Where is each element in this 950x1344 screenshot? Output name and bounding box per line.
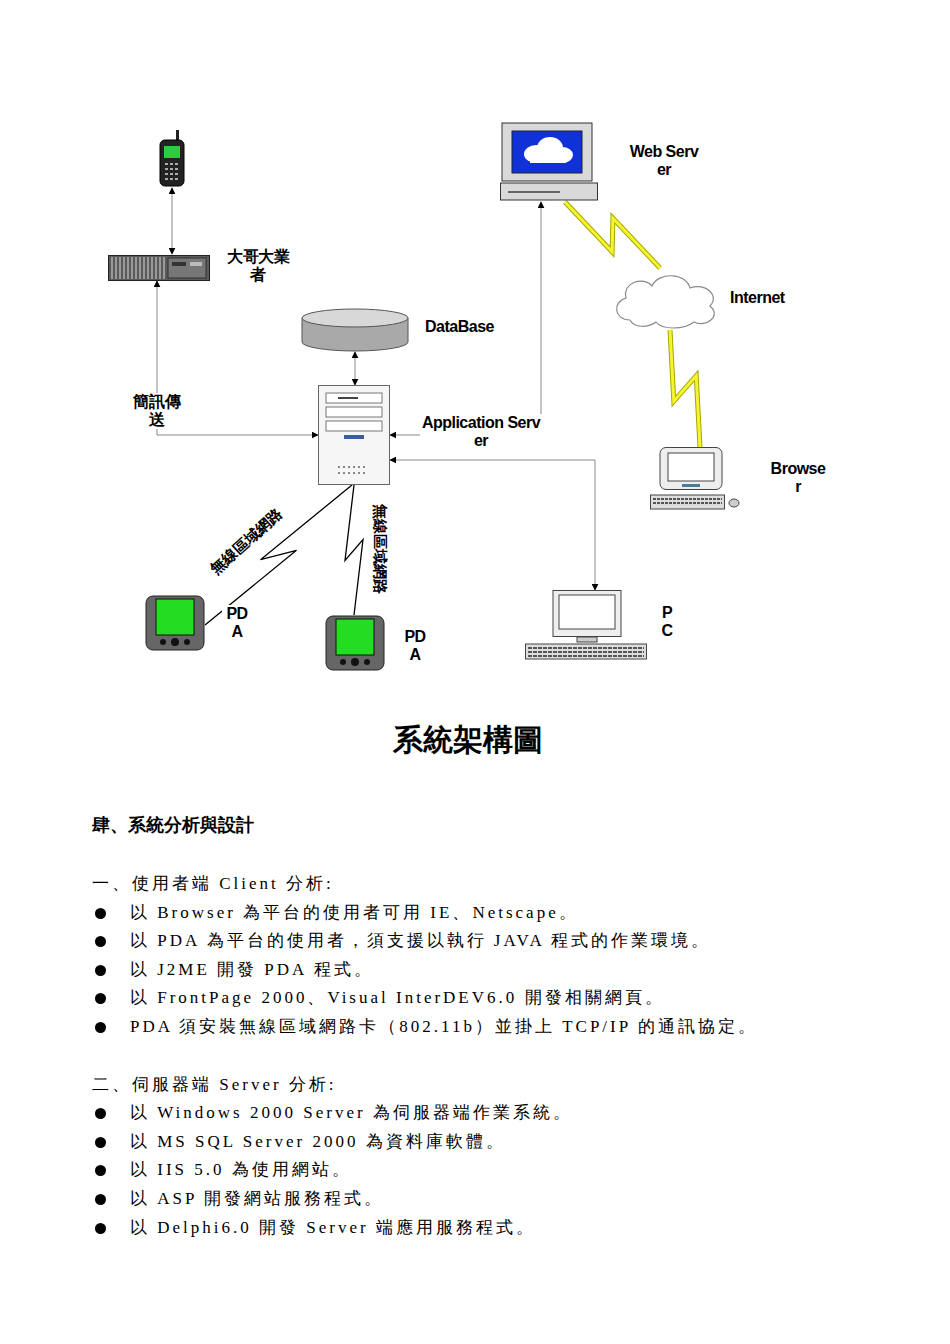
bullet-text: 以 MS SQL Server 2000 為資料庫軟體。 xyxy=(130,1131,506,1153)
edge-label: 無線區域網路 xyxy=(372,502,389,596)
connector-line xyxy=(205,485,352,625)
connector xyxy=(345,485,363,615)
bullet-dot xyxy=(95,936,106,947)
bullet-text: 以 Windows 2000 Server 為伺服器端作業系統。 xyxy=(130,1102,573,1124)
bullet-text: 以 Delphi6.0 開發 Server 端應用服務程式。 xyxy=(130,1217,536,1239)
lightning-link xyxy=(670,330,700,447)
connector xyxy=(390,202,541,435)
web-server: Web Server xyxy=(500,122,598,202)
node-label: 大哥大業者 xyxy=(222,248,294,284)
subsection-heading: 二、伺服器端 Server 分析: xyxy=(92,1074,337,1096)
node-label: Browser xyxy=(768,460,828,496)
lightning-link xyxy=(565,202,660,268)
node-label: PDA xyxy=(400,628,430,664)
connector-line xyxy=(345,485,363,615)
application-server-icon xyxy=(318,385,390,485)
bullet-dot xyxy=(95,908,106,919)
bullet-text: 以 FrontPage 2000、Visual InterDEV6.0 開發相關… xyxy=(130,987,665,1009)
pda-icon xyxy=(325,615,385,673)
node-label: DataBase xyxy=(425,318,494,336)
edge-label: 無線區域網路 xyxy=(205,503,286,579)
connector-line xyxy=(390,460,595,590)
connector xyxy=(390,460,595,590)
lightning-outline xyxy=(670,330,700,447)
browser-computer-icon xyxy=(650,447,740,511)
lightning-outline xyxy=(565,202,660,268)
application-server: Application Server xyxy=(318,385,390,485)
connector xyxy=(205,485,352,625)
internet-cloud-icon xyxy=(608,268,722,330)
edge-label: 簡訊傳送 xyxy=(129,393,185,429)
browser-computer: Browser xyxy=(650,447,740,511)
pda-icon xyxy=(145,595,205,651)
connector xyxy=(355,352,356,385)
database-icon xyxy=(301,308,409,352)
bullet-dot xyxy=(95,1108,106,1119)
connector-line xyxy=(355,352,356,385)
bullet-dot xyxy=(95,1223,106,1234)
connector xyxy=(670,330,700,447)
bullet-dot xyxy=(95,1022,106,1033)
connector xyxy=(565,202,660,268)
bullet-text: 以 ASP 開發網站服務程式。 xyxy=(130,1188,384,1210)
bullet-text: PDA 須安裝無線區域網路卡（802.11b）並掛上 TCP/IP 的通訊協定。 xyxy=(130,1016,758,1038)
bullet-dot xyxy=(95,993,106,1004)
section-heading: 肆、系統分析與設計 xyxy=(92,814,254,836)
pc: PC xyxy=(525,590,647,660)
pc-icon xyxy=(525,590,647,660)
diagram-caption: 系統架構圖 xyxy=(393,722,543,758)
carrier-server: 大哥大業者 xyxy=(108,255,210,281)
internet-cloud: Internet xyxy=(608,268,722,330)
bullet-dot xyxy=(95,965,106,976)
bullet-text: 以 J2ME 開發 PDA 程式。 xyxy=(130,959,374,981)
node-label: Application Server xyxy=(420,414,542,450)
bullet-text: 以 IIS 5.0 為使用網站。 xyxy=(130,1159,352,1181)
connector-line xyxy=(390,202,541,435)
pda: PDA xyxy=(325,615,385,673)
web-server-icon xyxy=(500,122,598,202)
phone-link xyxy=(172,188,173,254)
mobile-phone xyxy=(160,130,184,186)
subsection-heading: 一、使用者端 Client 分析: xyxy=(92,873,334,895)
node-label: PC xyxy=(660,604,674,640)
pda: PDA xyxy=(145,595,205,651)
bullet-text: 以 Browser 為平台的使用者可用 IE、Netscape。 xyxy=(130,902,579,924)
bullet-text: 以 PDA 為平台的使用者，須支援以執行 JAVA 程式的作業環境。 xyxy=(130,930,711,952)
node-label: Web Server xyxy=(628,143,700,179)
node-label: Internet xyxy=(730,289,785,307)
node-label: PDA xyxy=(222,605,252,641)
database: DataBase xyxy=(301,308,409,352)
bullet-dot xyxy=(95,1137,106,1148)
bullet-dot xyxy=(95,1165,106,1176)
carrier-server-icon xyxy=(108,255,210,281)
bullet-dot xyxy=(95,1194,106,1205)
